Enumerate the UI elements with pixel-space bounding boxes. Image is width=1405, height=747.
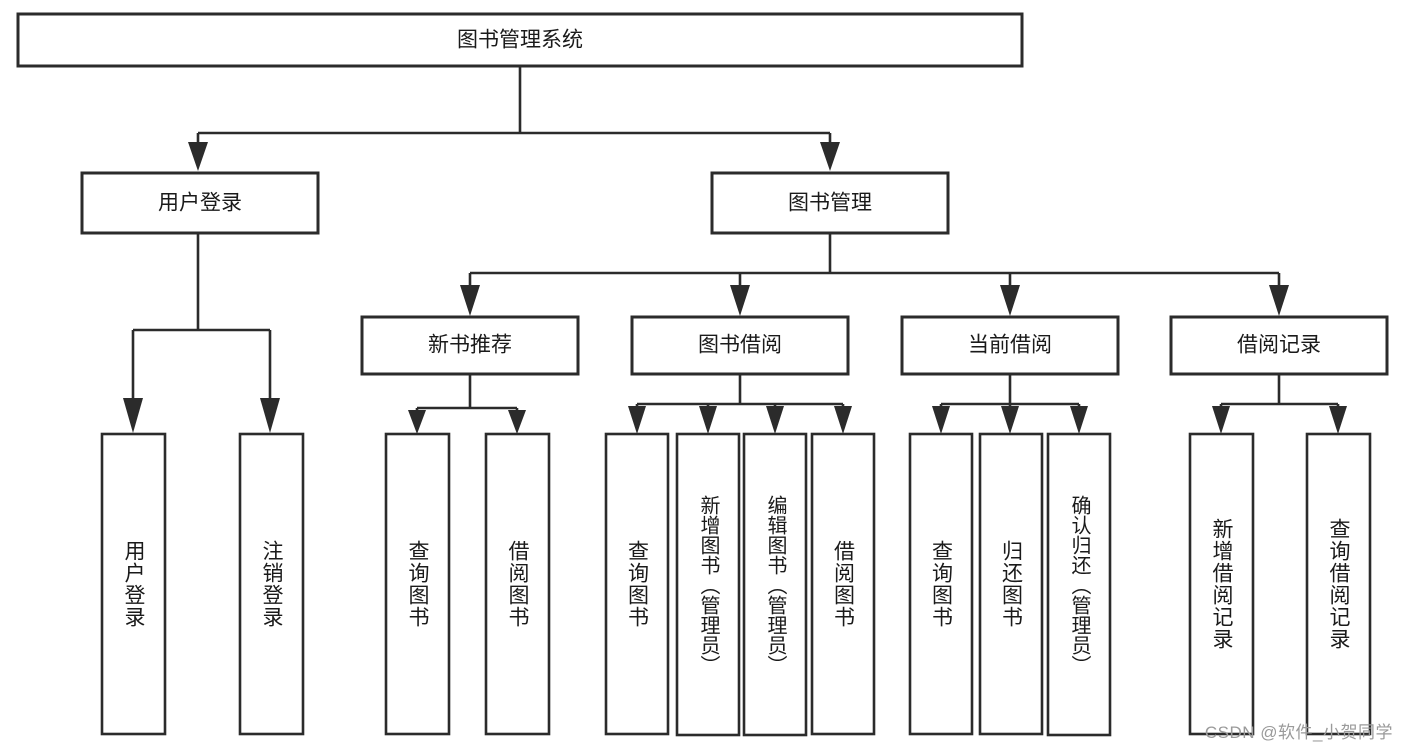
node-book-manage-label: 图书管理 <box>788 192 872 215</box>
arrow-to-leaf-borrow-book-2-icon <box>834 406 852 434</box>
node-user-login[interactable]: 用户登录 <box>80 171 320 235</box>
leaf-user-login-box[interactable] <box>100 432 167 736</box>
node-book-manage[interactable]: 图书管理 <box>710 171 950 235</box>
leaf-query-book-3-box[interactable] <box>908 432 974 736</box>
node-book-borrow-label: 图书借阅 <box>698 334 782 357</box>
arrow-to-current-borrow-icon <box>1000 285 1020 316</box>
leaf-borrow-book-2-box[interactable] <box>810 432 876 736</box>
leaf-query-book-2-box[interactable] <box>604 432 670 736</box>
leaf-logout-login-box[interactable] <box>238 432 305 736</box>
node-new-book-recommend-box[interactable] <box>360 315 580 376</box>
node-root-label: 图书管理系统 <box>457 29 583 52</box>
arrow-root-to-book-manage-icon <box>820 142 840 171</box>
leaf-borrow-book-1-box[interactable] <box>484 432 551 736</box>
node-book-borrow[interactable]: 图书借阅 <box>630 315 850 376</box>
node-book-borrow-box[interactable] <box>630 315 850 376</box>
arrow-to-leaf-add-record-icon <box>1212 406 1230 434</box>
csdn-watermark: CSDN @软件_小贺同学 <box>1204 723 1393 742</box>
arrow-to-leaf-user-login-icon <box>123 398 143 433</box>
leaf-add-record-box[interactable] <box>1188 432 1255 736</box>
leaf-box-layer <box>100 432 1372 737</box>
leaf-query-record-box[interactable] <box>1305 432 1372 736</box>
leaf-return-book-box[interactable] <box>978 432 1044 736</box>
arrow-to-leaf-edit-book-icon <box>766 406 784 434</box>
node-borrow-record-label: 借阅记录 <box>1237 334 1321 357</box>
leaf-edit-book-box[interactable] <box>742 432 808 737</box>
leaf-add-book-box[interactable] <box>675 432 741 737</box>
node-borrow-record-box[interactable] <box>1169 315 1389 376</box>
leaf-confirm-return-box[interactable] <box>1046 432 1112 737</box>
arrow-to-leaf-add-book-icon <box>699 406 717 434</box>
arrow-to-leaf-query-record-icon <box>1329 406 1347 434</box>
node-user-login-box[interactable] <box>80 171 320 235</box>
connector-layer <box>123 66 1347 434</box>
arrow-to-leaf-logout-login-icon <box>260 398 280 433</box>
arrow-to-leaf-return-book-icon <box>1001 406 1019 434</box>
arrow-to-new-book-recommend-icon <box>460 285 480 316</box>
node-root[interactable]: 图书管理系统 <box>16 12 1024 68</box>
node-book-manage-box[interactable] <box>710 171 950 235</box>
arrow-to-leaf-confirm-return-icon <box>1070 406 1088 434</box>
leaf-query-book-1-box[interactable] <box>384 432 451 736</box>
arrow-root-to-user-login-icon <box>188 142 208 171</box>
node-root-box[interactable] <box>16 12 1024 68</box>
node-new-book-recommend[interactable]: 新书推荐 <box>360 315 580 376</box>
node-user-login-label: 用户登录 <box>158 192 242 215</box>
arrow-to-leaf-borrow-book-1-icon <box>508 410 526 434</box>
node-new-book-recommend-label: 新书推荐 <box>428 334 512 357</box>
node-current-borrow-box[interactable] <box>900 315 1120 376</box>
node-current-borrow-label: 当前借阅 <box>968 334 1052 357</box>
node-borrow-record[interactable]: 借阅记录 <box>1169 315 1389 376</box>
arrow-to-leaf-query-book-1-icon <box>408 410 426 434</box>
node-current-borrow[interactable]: 当前借阅 <box>900 315 1120 376</box>
arrow-to-borrow-record-icon <box>1269 285 1289 316</box>
arrow-to-leaf-query-book-2-icon <box>628 406 646 434</box>
arrow-to-book-borrow-icon <box>730 285 750 316</box>
arrow-to-leaf-query-book-3-icon <box>932 406 950 434</box>
